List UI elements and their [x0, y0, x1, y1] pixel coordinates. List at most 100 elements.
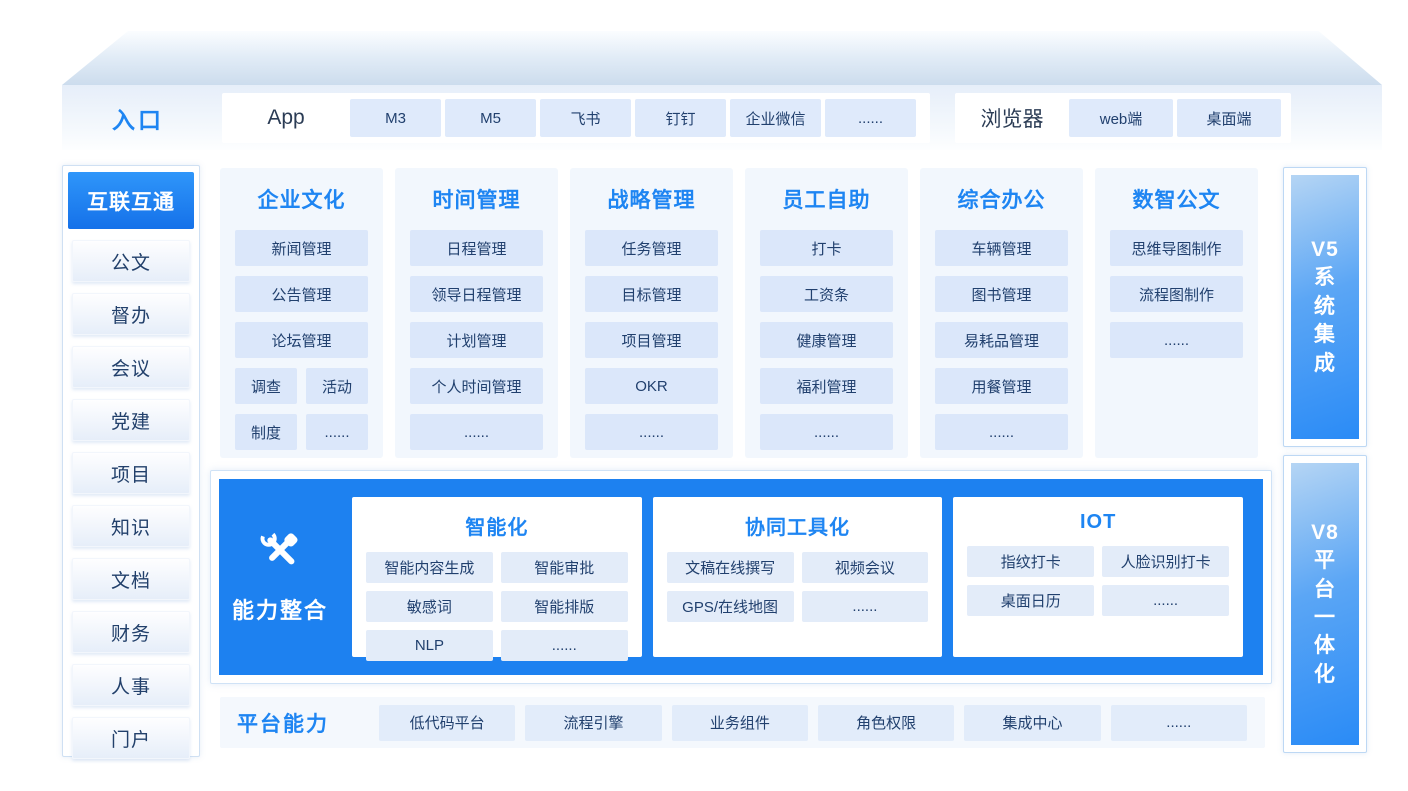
platform-chip-workflow-engine[interactable]: 流程引擎 [525, 704, 662, 741]
sidebar-item-knowledge[interactable]: 知识 [72, 505, 190, 547]
vbar-line: 平 [1314, 549, 1336, 573]
capability-label: 能力整合 [231, 598, 328, 623]
column-strategy-management: 战略管理 任务管理 目标管理 项目管理 OKR ...... [570, 168, 733, 458]
entry-chip-dingtalk[interactable]: 钉钉 [635, 99, 726, 137]
module-chip[interactable]: ...... [410, 414, 543, 450]
tools-icon [260, 530, 298, 565]
capability-chip[interactable]: ...... [1102, 585, 1230, 616]
column-digital-official-doc: 数智公文 思维导图制作 流程图制作 ...... [1095, 168, 1258, 458]
module-chip[interactable]: 流程图制作 [1110, 276, 1243, 312]
column-title: 员工自助 [782, 189, 871, 212]
module-chip[interactable]: 工资条 [760, 276, 893, 312]
module-chip[interactable]: 健康管理 [760, 322, 893, 358]
column-title: 战略管理 [607, 189, 696, 212]
v5-system-integration-bar: V5 系 统 集 成 [1283, 167, 1367, 447]
browser-group: 浏览器 web端 桌面端 [955, 93, 1291, 143]
sidebar-item-party[interactable]: 党建 [72, 399, 190, 441]
module-chip[interactable]: 个人时间管理 [410, 368, 543, 404]
sidebar-item-official-doc[interactable]: 公文 [72, 240, 190, 282]
vbar-line: 成 [1314, 351, 1336, 375]
sidebar-item-project[interactable]: 项目 [72, 452, 190, 494]
entry-chip-wecom[interactable]: 企业微信 [730, 99, 821, 137]
module-chip[interactable]: ...... [306, 414, 368, 450]
capability-chip[interactable]: GPS/在线地图 [666, 591, 794, 622]
sidebar: 互联互通 公文 督办 会议 党建 项目 知识 文档 财务 人事 门户 [62, 165, 200, 759]
capability-chip[interactable]: NLP [366, 630, 493, 661]
platform-capability-label: 平台能力 [237, 712, 329, 736]
module-chip[interactable]: 打卡 [760, 230, 893, 266]
entry-chip-feishu[interactable]: 飞书 [540, 99, 631, 137]
module-chip[interactable]: 任务管理 [585, 230, 718, 266]
capability-band: 能力整合 智能化 智能内容生成 智能审批 敏感词 智能排版 NLP ......… [210, 470, 1272, 684]
module-chip[interactable]: 易耗品管理 [935, 322, 1068, 358]
sidebar-item-portal[interactable]: 门户 [72, 717, 190, 759]
vbar-line: 系 [1314, 266, 1336, 290]
module-chip[interactable]: 调查 [235, 368, 297, 404]
capability-group-title: IOT [1080, 511, 1117, 533]
v8-platform-unification-bar: V8 平 台 一 体 化 [1283, 455, 1367, 753]
module-chip[interactable]: 日程管理 [410, 230, 543, 266]
vbar-line: 一 [1314, 606, 1336, 629]
sidebar-item-document[interactable]: 文档 [72, 558, 190, 600]
entry-chip-m3[interactable]: M3 [350, 99, 441, 137]
capability-chip[interactable]: 视频会议 [801, 552, 929, 583]
platform-capability-band: 平台能力 低代码平台 流程引擎 业务组件 角色权限 集成中心 ...... [220, 697, 1265, 748]
module-chip[interactable]: 车辆管理 [935, 230, 1068, 266]
entry-chip-more[interactable]: ...... [825, 99, 916, 137]
capability-chip[interactable]: 智能内容生成 [366, 552, 493, 583]
capability-group-title: 智能化 [465, 517, 529, 539]
capability-group-title: 协同工具化 [745, 517, 850, 539]
module-chip[interactable]: 目标管理 [585, 276, 718, 312]
platform-chip-business-components[interactable]: 业务组件 [671, 704, 808, 741]
platform-chip-more[interactable]: ...... [1110, 704, 1247, 741]
capability-group-intelligence: 智能化 智能内容生成 智能审批 敏感词 智能排版 NLP ...... [352, 497, 642, 661]
module-chip[interactable]: 公告管理 [235, 276, 368, 312]
vbar-line: 集 [1314, 323, 1336, 347]
capability-chip[interactable]: 敏感词 [366, 591, 493, 622]
entry-band: 入口 App M3 M5 飞书 钉钉 企业微信 ...... 浏览器 web端 … [62, 85, 1382, 150]
capability-chip[interactable]: ...... [801, 591, 929, 622]
module-chip[interactable]: 制度 [235, 414, 297, 450]
capability-chip[interactable]: 文稿在线撰写 [666, 552, 794, 583]
capability-chip[interactable]: 桌面日历 [967, 585, 1095, 616]
sidebar-item-hr[interactable]: 人事 [72, 664, 190, 706]
module-chip[interactable]: 新闻管理 [235, 230, 368, 266]
module-chip[interactable]: 计划管理 [410, 322, 543, 358]
sidebar-item-finance[interactable]: 财务 [72, 611, 190, 653]
module-chip[interactable]: ...... [1110, 322, 1243, 358]
module-chip[interactable]: 论坛管理 [235, 322, 368, 358]
capability-chip[interactable]: 指纹打卡 [967, 546, 1095, 577]
module-chip[interactable]: 图书管理 [935, 276, 1068, 312]
sidebar-item-interconnect[interactable]: 互联互通 [68, 172, 194, 229]
column-time-management: 时间管理 日程管理 领导日程管理 计划管理 个人时间管理 ...... [395, 168, 558, 458]
capability-chip[interactable]: ...... [500, 630, 628, 661]
module-chip[interactable]: ...... [935, 414, 1068, 450]
module-chip[interactable]: 思维导图制作 [1110, 230, 1243, 266]
entry-label: 入口 [112, 106, 164, 133]
module-chip[interactable]: 项目管理 [585, 322, 718, 358]
module-chip[interactable]: ...... [585, 414, 718, 450]
module-chip[interactable]: OKR [585, 368, 718, 404]
module-chip[interactable]: 活动 [306, 368, 368, 404]
column-general-office: 综合办公 车辆管理 图书管理 易耗品管理 用餐管理 ...... [920, 168, 1083, 458]
entry-chip-web[interactable]: web端 [1069, 99, 1173, 137]
module-chip[interactable]: 领导日程管理 [410, 276, 543, 312]
platform-chip-lowcode[interactable]: 低代码平台 [379, 704, 516, 741]
capability-chip[interactable]: 智能排版 [500, 591, 628, 622]
capability-group-collaboration-tools: 协同工具化 文稿在线撰写 视频会议 GPS/在线地图 ...... [652, 497, 943, 657]
capability-chip[interactable]: 智能审批 [500, 552, 628, 583]
capability-chip[interactable]: 人脸识别打卡 [1102, 546, 1230, 577]
capability-label-block: 能力整合 [219, 497, 341, 657]
module-chip[interactable]: 用餐管理 [935, 368, 1068, 404]
sidebar-item-meeting[interactable]: 会议 [72, 346, 190, 388]
entry-chip-desktop[interactable]: 桌面端 [1177, 99, 1281, 137]
module-chip[interactable]: 福利管理 [760, 368, 893, 404]
column-title: 企业文化 [257, 189, 346, 212]
module-chip[interactable]: ...... [760, 414, 893, 450]
platform-chip-role-permissions[interactable]: 角色权限 [817, 704, 955, 741]
platform-chip-integration-center[interactable]: 集成中心 [964, 704, 1101, 741]
entry-chip-m5[interactable]: M5 [445, 99, 536, 137]
sidebar-item-supervision[interactable]: 督办 [72, 293, 190, 335]
capability-group-iot: IOT 指纹打卡 人脸识别打卡 桌面日历 ...... [953, 497, 1244, 657]
